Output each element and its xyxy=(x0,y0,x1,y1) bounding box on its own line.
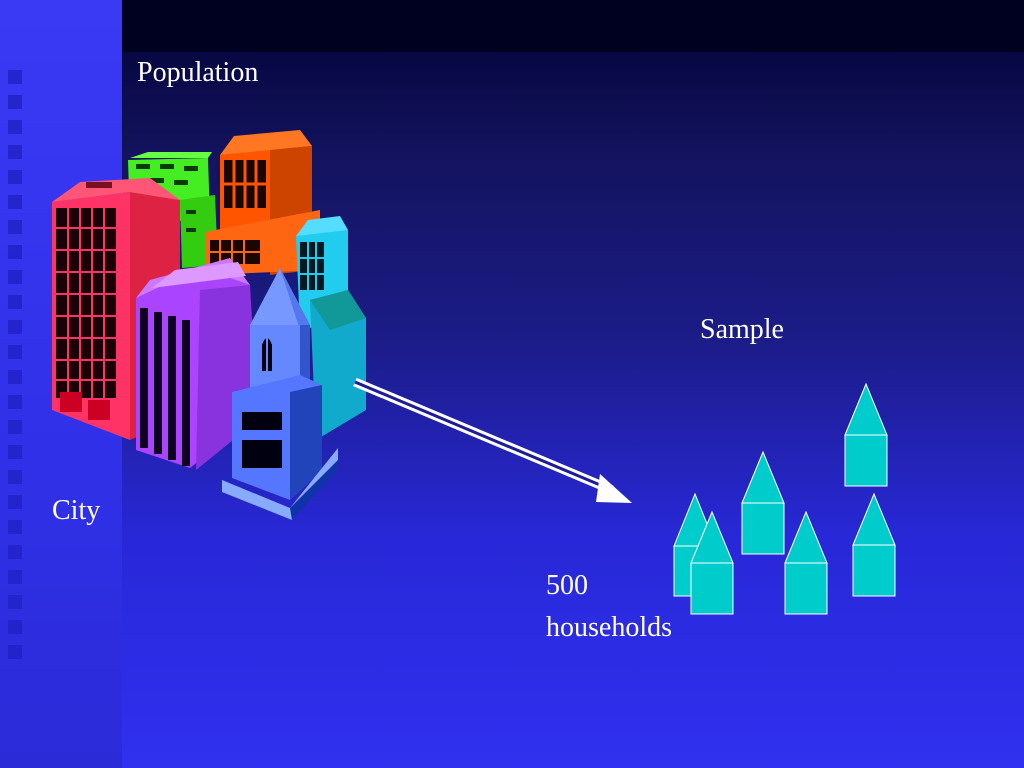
house-icon xyxy=(673,382,896,615)
house-icon xyxy=(690,510,734,615)
sample-count: 500 xyxy=(546,570,588,601)
house-icon xyxy=(784,510,828,615)
house-icon xyxy=(844,382,888,487)
population-label: Population xyxy=(137,57,259,88)
sample-unit: households xyxy=(546,612,672,643)
sample-size-label: 500 households xyxy=(546,565,672,649)
house-icon xyxy=(741,450,785,555)
decorative-squares xyxy=(8,70,26,670)
city-label: City xyxy=(52,495,101,526)
house-icon xyxy=(852,492,896,597)
sample-label: Sample xyxy=(700,314,784,345)
city-buildings-icon xyxy=(52,130,366,520)
arrow-icon xyxy=(353,377,632,503)
top-band xyxy=(122,0,1024,52)
